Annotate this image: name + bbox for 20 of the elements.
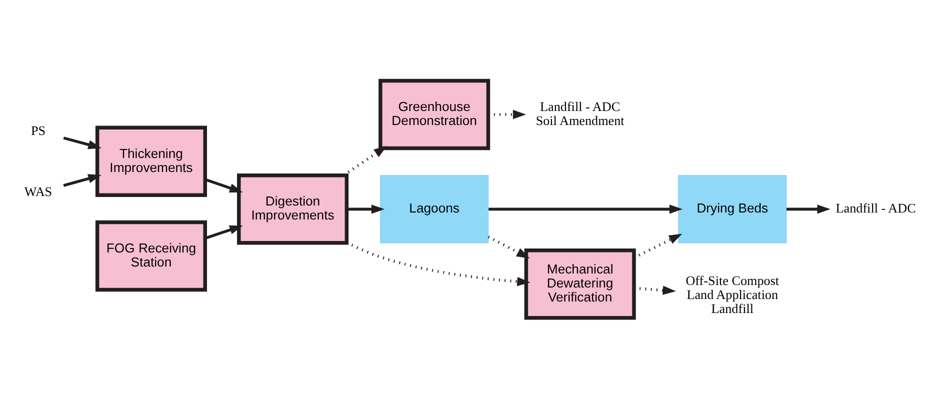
- node-box: Lagoons: [380, 174, 489, 243]
- node-box: Thickening Improvements: [95, 125, 207, 196]
- arrow: [204, 224, 243, 240]
- arrow: [63, 136, 102, 149]
- node-box: Digestion Improvements: [237, 173, 349, 244]
- arrow: [786, 204, 830, 214]
- node-box: Greenhouse Demonstration: [378, 78, 490, 150]
- node-text: WAS: [24, 183, 52, 198]
- node-box: Drying Beds: [678, 174, 787, 243]
- arrow: [488, 235, 530, 258]
- node-box: FOG Receiving Station: [95, 220, 207, 292]
- arrow: [204, 178, 243, 192]
- node-text: Off-Site Compost Land Application Landfill: [686, 272, 780, 316]
- arrow: [346, 204, 385, 214]
- node-box: Mechanical Dewatering Verification: [524, 248, 636, 320]
- node-text: PS: [30, 122, 46, 138]
- node-text: Landfill - ADC: [836, 200, 916, 216]
- node-text: Landfill - ADC Soil Amendment: [536, 98, 624, 128]
- arrow: [63, 174, 102, 186]
- arrow: [488, 204, 683, 214]
